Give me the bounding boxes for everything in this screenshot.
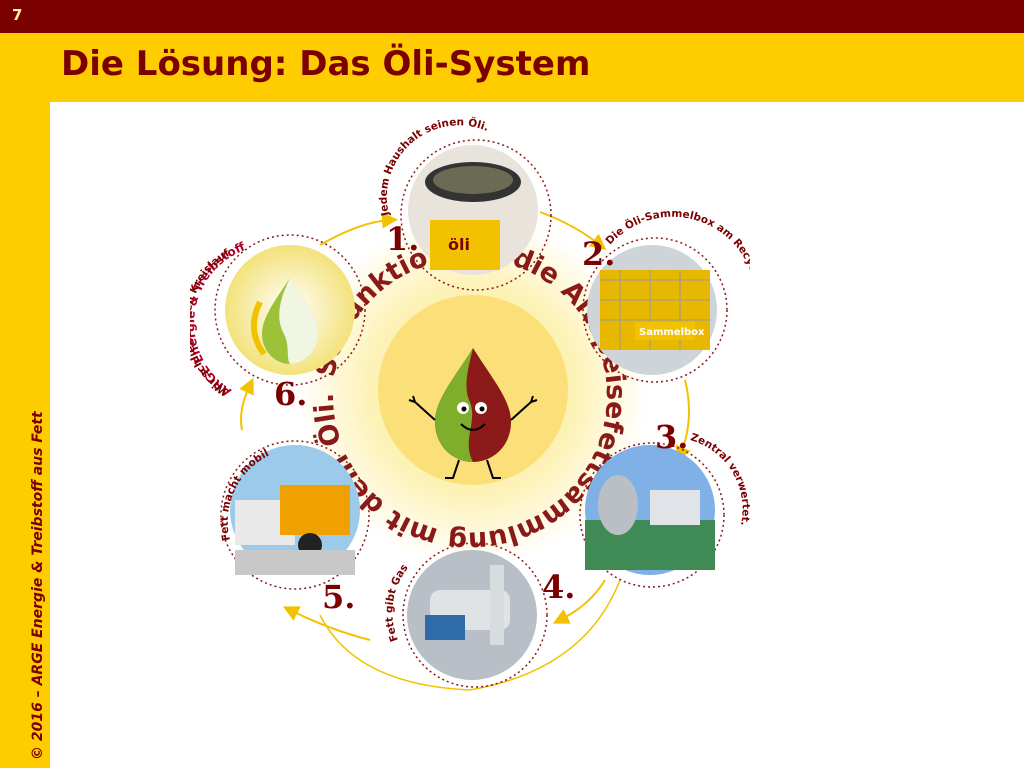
step-4-number: 4. (542, 568, 575, 606)
arge-logo-icon (251, 278, 318, 364)
step-4: 4. Fett gibt Gas (383, 542, 575, 688)
svg-text:Fett gibt Gas: Fett gibt Gas (383, 562, 410, 643)
box-label: Sammelbox (639, 327, 705, 338)
page-title: Die Lösung: Das Öli-System (61, 44, 591, 84)
step-5-number: 5. (322, 578, 355, 616)
oeli-cycle-diagram: So funktioniert die Altspeisefettsammlun… (190, 110, 750, 691)
step-2: Sammelbox 2. Die Öli-Sammelbox am Recycl… (582, 208, 750, 383)
cycle-arrows (239, 211, 691, 691)
slide-number: 7 (12, 6, 23, 24)
step-4-caption: Fett gibt Gas (383, 562, 410, 643)
oeli-mascot-icon (408, 348, 538, 479)
step-3-number: 3. (655, 418, 688, 456)
top-bar (0, 0, 1024, 33)
step-2-number: 2. (582, 235, 615, 273)
title-bar (0, 33, 1024, 102)
bucket-label: öli (448, 235, 470, 254)
step-1-number: 1. (386, 220, 419, 258)
step-6-number: 6. (274, 375, 307, 413)
copyright-text: © 2016 – ARGE Energie & Treibstoff aus F… (30, 411, 46, 760)
left-bar (0, 33, 50, 768)
step-1: öli 1. Jedem Haushalt seinen Öli. (378, 115, 552, 291)
